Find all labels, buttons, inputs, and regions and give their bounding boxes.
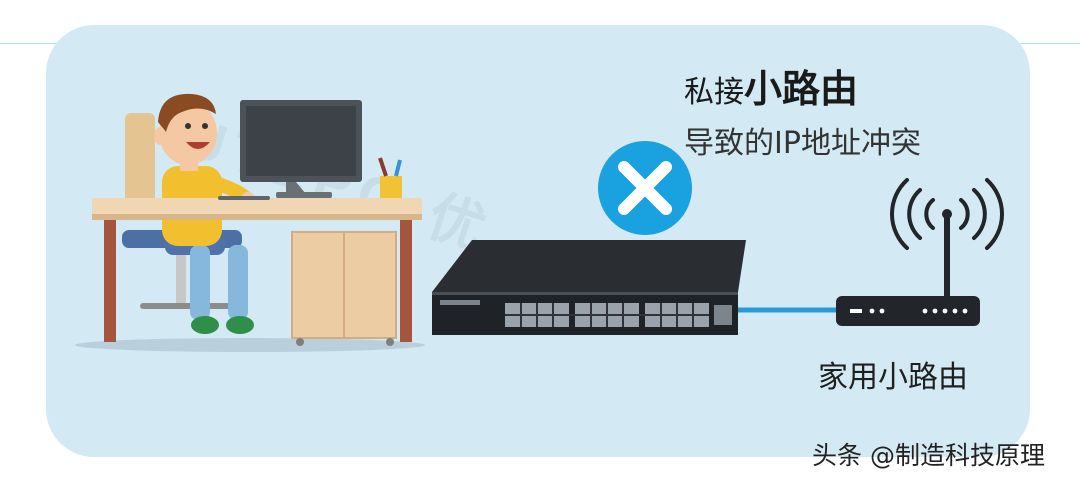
computer-monitor	[218, 100, 362, 200]
headline: 私接小路由	[684, 58, 858, 113]
source-credit: 头条 @制造科技原理	[812, 441, 1045, 470]
desk	[92, 198, 422, 346]
home-router	[836, 209, 980, 326]
network-switch	[432, 240, 746, 335]
wifi-signal-icon	[889, 178, 1005, 250]
router-label: 家用小路由	[818, 360, 968, 395]
x-icon	[598, 141, 692, 235]
headline-lead: 私接	[684, 75, 744, 110]
floor-shadow	[75, 338, 425, 352]
subheadline: 导致的IP地址冲突	[684, 126, 921, 161]
headline-emphasis: 小路由	[744, 67, 859, 111]
person-at-desk	[154, 93, 255, 334]
pencil-cup	[378, 157, 402, 198]
